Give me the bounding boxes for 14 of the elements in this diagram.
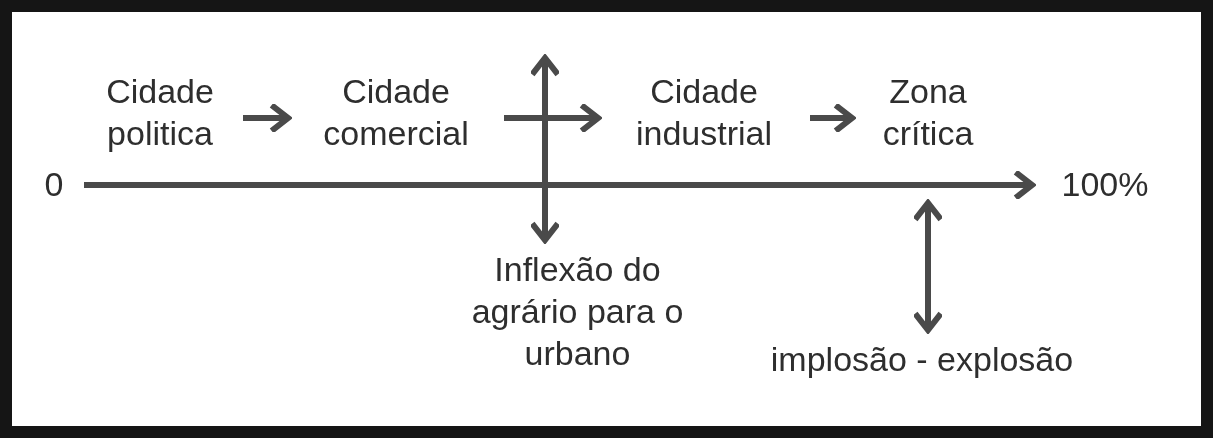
node-label: Cidade industrial [634,71,774,154]
arrow [84,171,1035,199]
node-label: Cidade politica [105,71,215,154]
arrow [531,55,559,243]
node-label: Inflexão do agrário para o urbano [470,249,685,374]
node-label: implosão - explosão [770,339,1074,380]
arrow [810,104,855,132]
arrow [243,104,291,132]
node-label: Cidade comercial [322,71,470,154]
node-label: 0 [44,164,64,205]
arrow [504,104,601,132]
node-label: 100% [1061,164,1149,205]
arrow [914,200,942,333]
node-label: Zona crítica [881,71,975,154]
